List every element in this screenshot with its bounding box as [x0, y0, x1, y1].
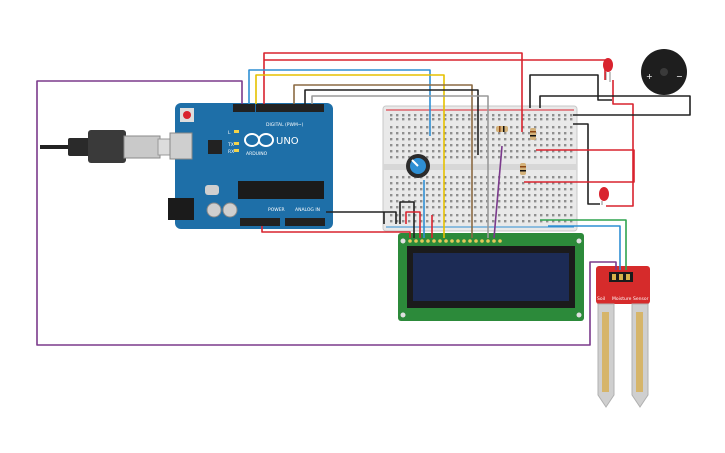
wire-red-resistor: [524, 149, 635, 183]
wire-brown: [293, 84, 473, 238]
potentiometer: [406, 154, 430, 178]
power-pins-label: POWER: [268, 207, 285, 213]
wire-red-right: [606, 80, 634, 207]
wire-red-power: [261, 226, 411, 238]
analog-pins-label: ANALOG IN: [295, 207, 320, 213]
wire-gray: [311, 95, 489, 238]
arduino-brand-label: ARDUINO: [246, 151, 268, 157]
wire-green-sensor: [540, 219, 627, 270]
wire-purple-sensor: [36, 80, 617, 346]
wire-red-led: [264, 59, 606, 80]
led-tx-label: TX: [227, 142, 234, 148]
wire-black-top: [304, 89, 479, 155]
wire-black-gnd: [326, 211, 397, 224]
resistor-3: [520, 163, 526, 175]
piezo-buzzer: + −: [641, 49, 687, 95]
wire-black-buzzer: [529, 74, 612, 108]
sensor-label-mid: Moisture: [612, 296, 632, 302]
usb-cable: [40, 130, 179, 163]
wire-yellow: [255, 74, 445, 238]
buzzer-plus-label: +: [646, 72, 653, 81]
led-rx-label: RX: [228, 149, 234, 155]
buzzer-minus-label: −: [676, 72, 683, 81]
wire-black-right: [573, 123, 600, 205]
wire-purple-lcd: [493, 145, 503, 239]
breadboard: [382, 105, 578, 232]
lcd-display: [398, 233, 584, 321]
sensor-label-left: Soil: [597, 296, 605, 302]
resistor-1: [496, 126, 508, 132]
led-red-bottom: [599, 187, 609, 205]
wire-black-gnd-2: [399, 201, 415, 238]
sensor-label-right: Sensor: [633, 296, 649, 302]
wire-red-top: [263, 52, 523, 132]
wire-blue-sensor: [548, 225, 621, 270]
digital-pins-label: DIGITAL (PWM~): [266, 122, 304, 128]
resistor-2: [530, 128, 536, 140]
wire-red-vcc: [405, 211, 421, 238]
arduino-model-label: UNO: [276, 136, 299, 147]
lcd-pin-header: [408, 239, 502, 243]
led-l-label: L: [228, 130, 231, 136]
arduino-uno-board: UNO ARDUINO DIGITAL (PWM~) POWER ANALOG …: [168, 103, 333, 229]
soil-moisture-sensor: Soil Moisture Sensor: [596, 266, 650, 408]
wire-black-buzzer-2: [539, 95, 691, 116]
wires: [36, 52, 691, 346]
wire-blue: [248, 69, 431, 136]
